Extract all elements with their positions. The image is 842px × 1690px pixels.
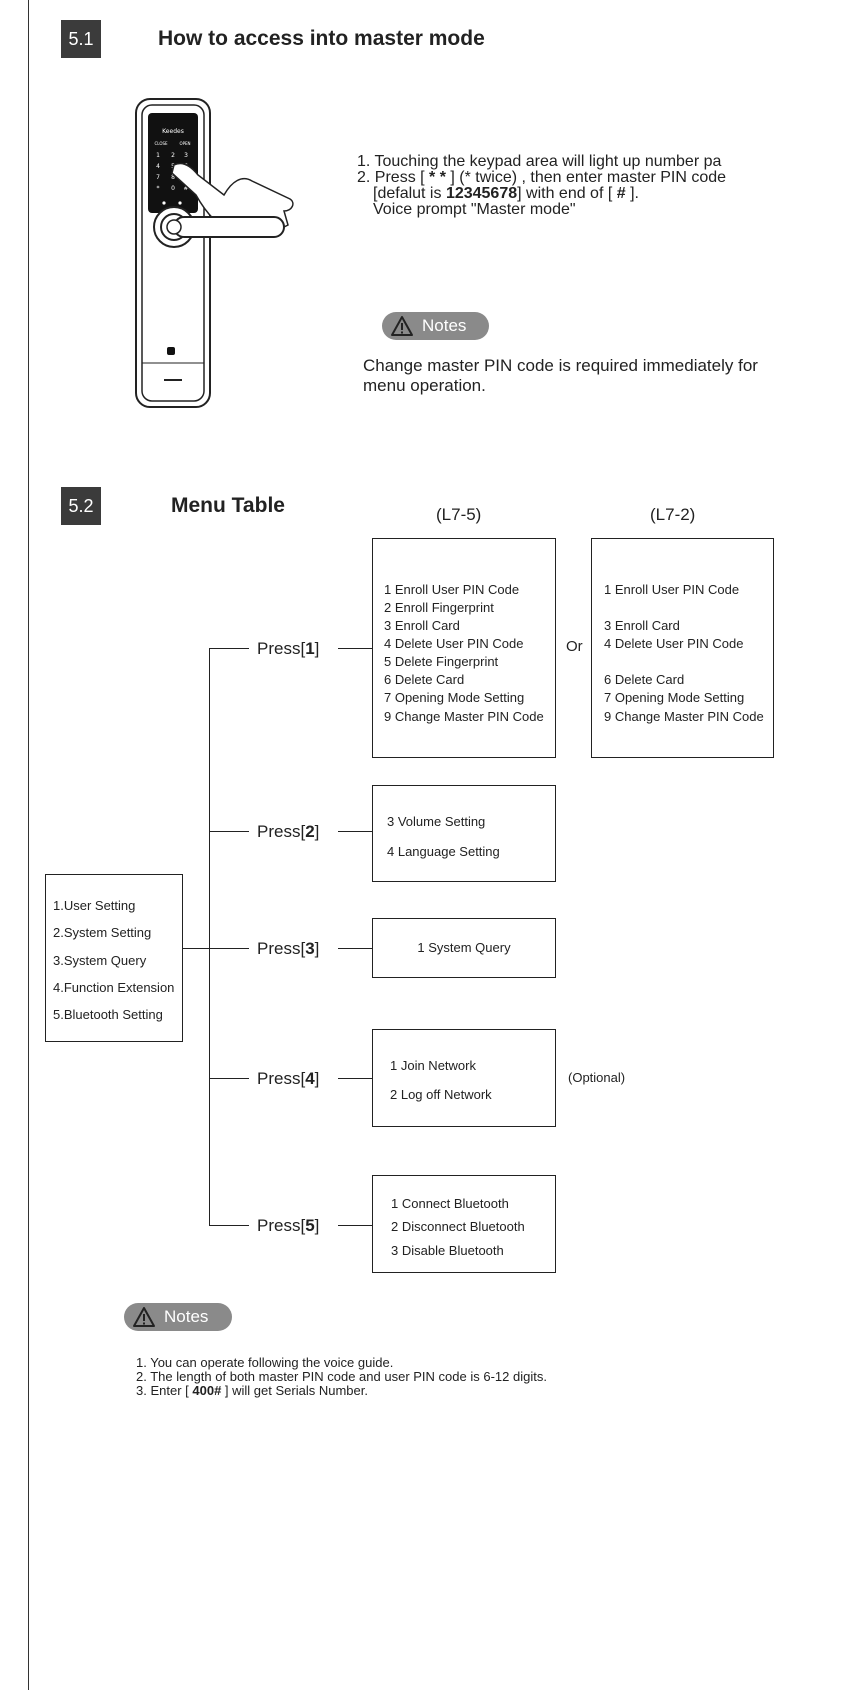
menu-item: 3 Enroll Card [384,618,460,633]
menu-item: 7 Opening Mode Setting [384,690,525,705]
connector-line [209,1078,249,1079]
connector-trunk [209,648,210,1226]
notes-line-1: 1. You can operate following the voice g… [136,1355,394,1370]
connector-line [209,948,249,949]
press-1-label: Press[1] [257,639,320,658]
press-3-menu-box: 1 System Query [372,918,556,978]
connector-line [209,648,249,649]
svg-text:1: 1 [156,152,160,159]
connector-line [183,948,210,949]
menu-item: 3 Volume Setting [387,814,486,829]
notes-line-2: 2. The length of both master PIN code an… [136,1369,547,1384]
svg-text:CLOSE: CLOSE [154,141,168,146]
menu-item: 4 Delete User PIN Code [604,636,744,651]
step-2-default-text: [defalut is 12345678] with end of [ # ]. [373,185,639,202]
l7-2-menu-box: 1 Enroll User PIN Code 3 Enroll Card 4 D… [591,538,774,758]
menu-item: 1 Connect Bluetooth [391,1196,509,1211]
connector-line [338,948,372,949]
main-menu-item: 3.System Query [53,953,147,968]
menu-item: 1 Enroll User PIN Code [604,582,740,597]
menu-item: 6 Delete Card [604,672,685,687]
connector-line [209,831,249,832]
column-label-l7-2: (L7-2) [650,505,696,524]
menu-item: 3 Disable Bluetooth [391,1243,504,1258]
page-left-border [28,0,29,1690]
menu-item: 1 System Query [417,940,511,955]
menu-item: 5 Delete Fingerprint [384,654,499,669]
optional-label: (Optional) [568,1070,626,1085]
l7-5-menu-box: 1 Enroll User PIN Code 2 Enroll Fingerpr… [372,538,556,758]
connector-line [338,1225,372,1226]
menu-item: 2 Enroll Fingerprint [384,600,494,615]
menu-item: 9 Change Master PIN Code [604,709,764,724]
or-label: Or [566,638,583,655]
door-lock-illustration: Keedes CLOSE OPEN 1 2 3 4 5 6 7 8 9 * 0 … [135,98,294,408]
menu-item: 2 Disconnect Bluetooth [391,1219,525,1234]
svg-text:2: 2 [171,152,175,159]
press-4-menu-box: 1 Join Network 2 Log off Network [372,1029,556,1127]
svg-text:4: 4 [156,163,160,170]
column-label-l7-5: (L7-5) [436,505,482,524]
press-2-menu-box: 3 Volume Setting 4 Language Setting [372,785,556,882]
warning-icon [133,1307,155,1327]
section-number-badge: 5.2 [61,487,101,525]
main-menu-item: 5.Bluetooth Setting [53,1007,163,1022]
menu-item: 9 Change Master PIN Code [384,709,544,724]
main-menu-item: 4.Function Extension [53,980,175,995]
menu-item: 7 Opening Mode Setting [604,690,745,705]
connector-line [338,831,372,832]
press-5-label: Press[5] [257,1216,320,1235]
notes-badge: Notes [124,1303,232,1331]
voice-prompt-text: Voice prompt "Master mode" [373,201,576,218]
menu-item: 1 Join Network [390,1058,476,1073]
menu-item: 3 Enroll Card [604,618,680,633]
notes-badge: Notes [382,312,489,340]
main-menu-item: 2.System Setting [53,925,152,940]
notes-text: Change master PIN code is required immed… [363,356,758,395]
main-menu-box: 1.User Setting 2.System Setting 3.System… [45,874,183,1042]
main-menu-item: 1.User Setting [53,898,136,913]
press-2-label: Press[2] [257,822,320,841]
connector-line [338,1078,372,1079]
section-number-badge: 5.1 [61,20,101,58]
warning-icon [391,316,413,336]
notes-line-3: 3. Enter [ 400# ] will get Serials Numbe… [136,1383,368,1398]
press-3-label: Press[3] [257,939,320,958]
step-2-text: 2. Press [ * * ] (* twice) , then enter … [357,169,727,186]
menu-item: 1 Enroll User PIN Code [384,582,520,597]
svg-text:OPEN: OPEN [179,141,190,146]
svg-text:3: 3 [184,152,188,159]
section-title: Menu Table [171,494,285,517]
section-title: How to access into master mode [158,27,485,50]
lock-brand-text: Keedes [162,128,184,135]
menu-item: 2 Log off Network [390,1087,492,1102]
menu-item: 6 Delete Card [384,672,465,687]
svg-text:7: 7 [156,174,160,181]
svg-text:8: 8 [171,174,175,181]
connector-line [209,1225,249,1226]
menu-item: 4 Delete User PIN Code [384,636,524,651]
step-1-text: 1. Touching the keypad area will light u… [357,153,722,170]
svg-text:0: 0 [171,185,175,192]
svg-text:#: # [183,185,188,192]
press-5-menu-box: 1 Connect Bluetooth 2 Disconnect Bluetoo… [372,1175,556,1273]
svg-text:*: * [157,185,160,192]
connector-line [338,648,372,649]
menu-item: 4 Language Setting [387,844,500,859]
press-4-label: Press[4] [257,1069,320,1088]
